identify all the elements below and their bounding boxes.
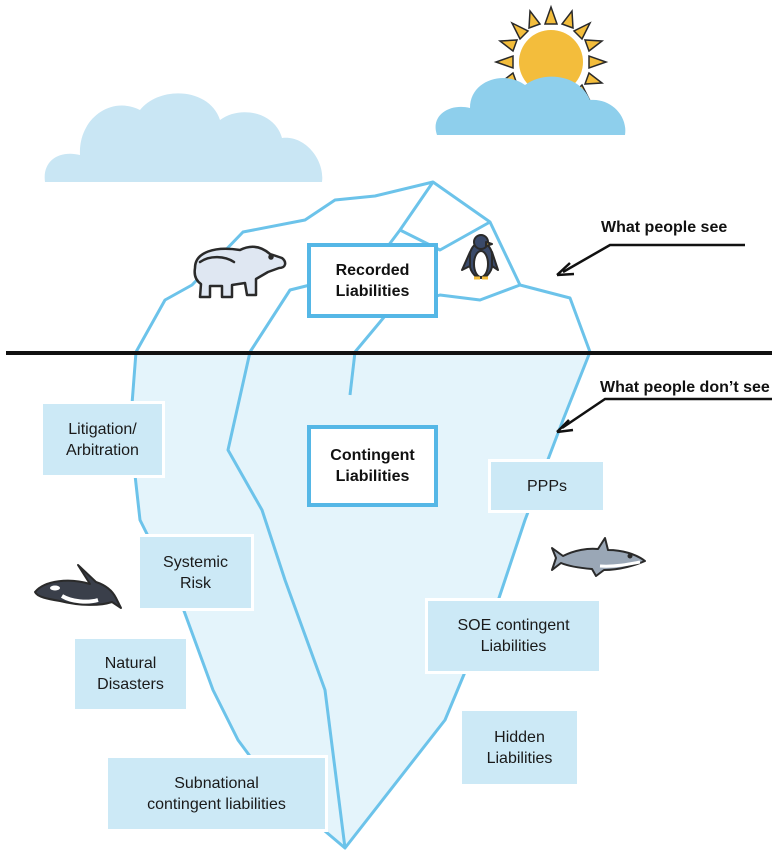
arrow-icon — [556, 397, 772, 434]
cloud-icon — [44, 93, 323, 182]
contingent-liabilities-label: Contingent Liabilities — [330, 447, 415, 485]
systemic-risk-label: Systemic Risk — [163, 553, 228, 592]
above-water-caption: What people see — [601, 219, 728, 236]
subnational-box: Subnational contingent liabilities — [105, 755, 328, 832]
ppps-box: PPPs — [488, 459, 606, 513]
natural-disasters-box: Natural Disasters — [75, 639, 186, 709]
litigation-label: Litigation/ Arbitration — [66, 420, 139, 459]
hidden-liabilities-label: Hidden Liabilities — [486, 728, 553, 767]
hidden-liabilities-box: Hidden Liabilities — [462, 711, 577, 784]
polar-bear-icon — [193, 245, 287, 299]
orca-icon — [34, 564, 122, 609]
subnational-label: Subnational contingent liabilities — [147, 774, 286, 813]
recorded-liabilities-box: Recorded Liabilities — [307, 243, 438, 318]
litigation-box: Litigation/ Arbitration — [40, 401, 165, 478]
arrow-icon — [556, 243, 745, 277]
natural-disasters-label: Natural Disasters — [97, 655, 164, 693]
systemic-risk-box: Systemic Risk — [137, 534, 254, 611]
cloud-icon — [435, 76, 626, 135]
ppps-label: PPPs — [526, 477, 567, 495]
recorded-liabilities-label: Recorded Liabilities — [335, 261, 410, 300]
shark-icon — [551, 537, 646, 577]
soe-box: SOE contingent Liabilities — [425, 598, 602, 674]
soe-label: SOE contingent Liabilities — [457, 617, 570, 655]
below-water-caption: What people don’t see — [600, 379, 770, 396]
contingent-liabilities-box: Contingent Liabilities — [307, 425, 438, 507]
penguin-icon — [461, 234, 499, 280]
